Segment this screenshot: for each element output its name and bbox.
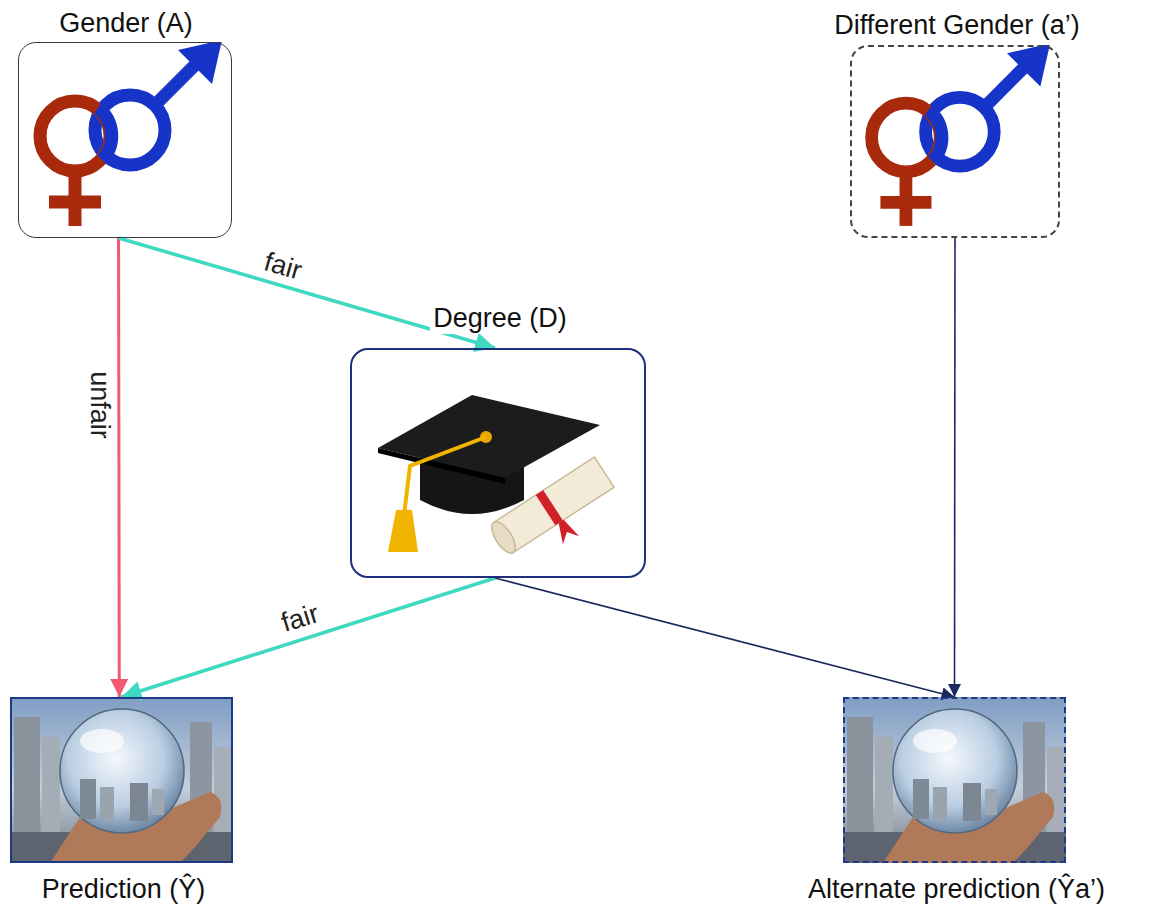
- connector-arrow: [495, 578, 954, 697]
- node-label: Gender (A): [56, 7, 196, 39]
- edge-label: unfair: [85, 371, 115, 439]
- node-box: Gender (A): [18, 42, 232, 238]
- node-box: Degree (D): [350, 348, 646, 578]
- crystal-ball-photo: [10, 697, 233, 863]
- node-box: Prediction (Ŷ): [10, 697, 233, 863]
- gender-symbol: [40, 40, 222, 226]
- connector-arrow: [117, 238, 121, 697]
- node-box: Alternate prediction (Ŷa’): [843, 697, 1066, 863]
- node-box: Different Gender (a’): [850, 45, 1060, 238]
- crystal-ball-photo: [843, 697, 1066, 863]
- node-label: Degree (D): [430, 302, 570, 334]
- node-label: Prediction (Ŷ): [39, 873, 209, 905]
- node-label: Different Gender (a’): [831, 9, 1083, 41]
- gender-symbol: [872, 43, 1051, 226]
- connector-arrow: [954, 238, 956, 697]
- edge-label: fair: [278, 598, 323, 638]
- node-label: Alternate prediction (Ŷa’): [805, 873, 1108, 905]
- connector-arrow: [122, 578, 496, 697]
- graduation-cap: [378, 395, 626, 575]
